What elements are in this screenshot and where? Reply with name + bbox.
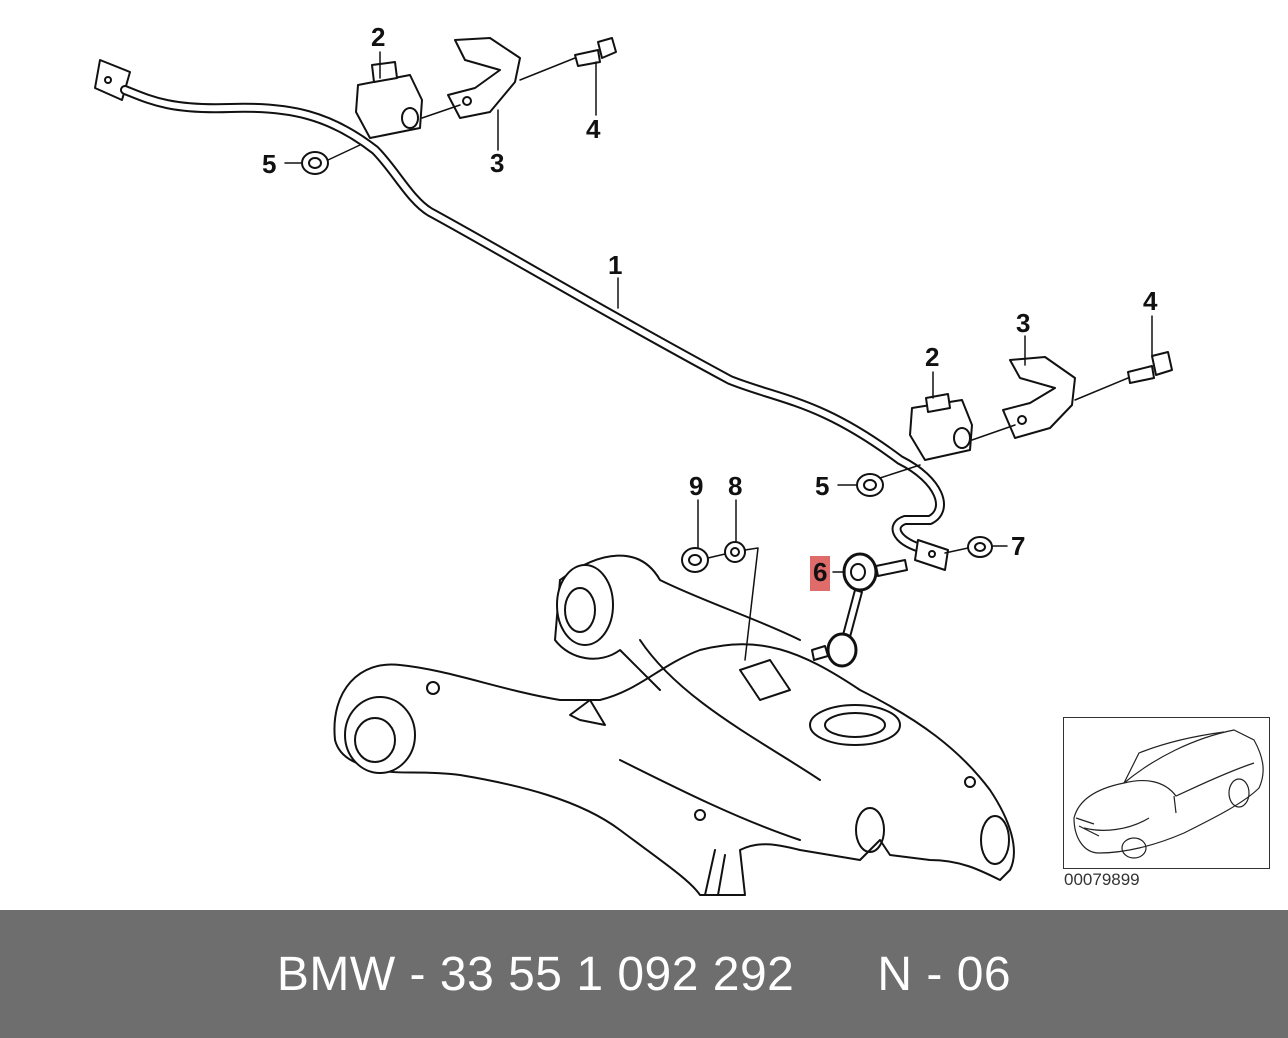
bracket-right	[1002, 356, 1076, 439]
stabilizer-bar	[94, 59, 949, 571]
position-text: N - 06	[877, 947, 1012, 1001]
label-part-2-right: 2	[925, 342, 940, 372]
label-part-9: 9	[689, 471, 704, 501]
footer-spacer	[794, 947, 877, 1002]
label-part-2-left: 2	[371, 22, 386, 52]
reference-code: 00079899	[1064, 870, 1140, 889]
diagram-drawing	[94, 37, 1173, 896]
label-part-4-left: 4	[586, 114, 601, 144]
bracket-left	[447, 37, 521, 119]
label-part-5-left: 5	[262, 149, 277, 179]
parts-diagram	[94, 37, 1173, 896]
label-part-6-highlighted: 6	[810, 556, 831, 591]
nut-7	[967, 536, 993, 558]
label-part-1: 1	[608, 250, 623, 280]
nut-9	[681, 547, 709, 573]
subframe	[333, 554, 1015, 896]
nut-right	[856, 473, 884, 497]
bushing-left	[355, 61, 423, 139]
vehicle-thumbnail	[1063, 717, 1270, 869]
label-part-8: 8	[728, 471, 743, 501]
label-part-3-right: 3	[1016, 308, 1031, 338]
nut-left	[301, 151, 329, 175]
bushing-right	[909, 393, 973, 461]
bolt-right	[1127, 351, 1173, 384]
label-part-4-right: 4	[1143, 286, 1158, 316]
leader-lines	[284, 51, 1153, 661]
label-part-7: 7	[1011, 531, 1026, 561]
part-number-text: BMW - 33 55 1 092 292	[276, 947, 795, 1001]
car-icon	[1073, 729, 1264, 859]
bolt-left	[574, 37, 617, 67]
stabilizer-link	[811, 552, 908, 668]
washer-8	[724, 541, 746, 563]
footer-banner: BMW - 33 55 1 092 292 N - 06	[0, 910, 1288, 1038]
footer-text: BMW - 33 55 1 092 292 N - 06	[0, 910, 1288, 1038]
label-part-3-left: 3	[490, 148, 505, 178]
label-part-5-right: 5	[815, 471, 830, 501]
